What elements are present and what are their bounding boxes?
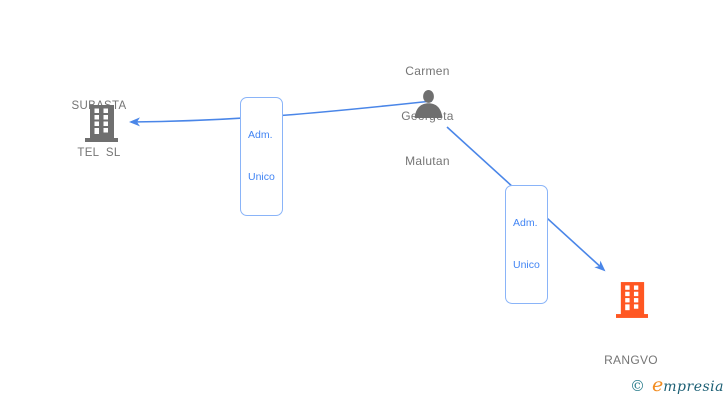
company-node-rangvo-2022-sl[interactable] [616,282,648,318]
edge-label-adm-unico-1: Adm. Unico [240,97,283,216]
person-icon [414,90,443,118]
building-icon [85,105,118,142]
empresia-logo[interactable]: © empresia [630,376,724,395]
building-icon [616,282,648,318]
edge-label-adm-unico-2: Adm. Unico [505,185,548,304]
edge-label-line: Unico [513,259,540,271]
empresia-wordmark: empresia [652,374,724,396]
edge-label-line: Unico [248,171,275,183]
company-name-rangvo-2022-sl[interactable]: RANGVO 2022 SL [604,353,658,367]
arrow-person-to-subasta [129,100,433,127]
edge-label-line: Adm. [513,217,538,229]
edge-label-line: Adm. [248,129,273,141]
person-node-carmen-georgeta-malutan[interactable] [414,90,443,118]
company-node-subasta-tel-sl[interactable] [85,105,118,142]
copyright-icon: © [630,377,646,395]
